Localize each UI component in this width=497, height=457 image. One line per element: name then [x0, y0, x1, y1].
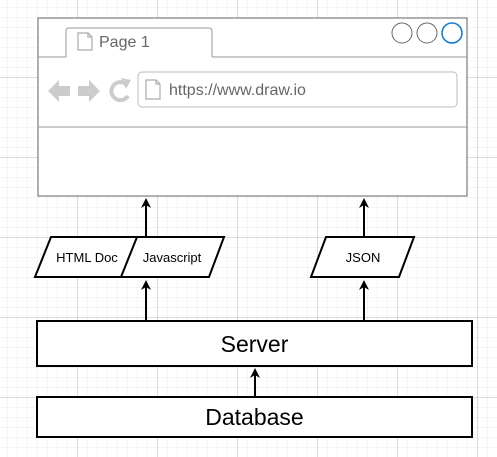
address-bar[interactable]: https://www.draw.io [137, 71, 458, 108]
javascript-node[interactable]: Javascript [119, 236, 226, 278]
html-doc-node[interactable]: HTML Doc [33, 236, 141, 278]
json-node[interactable]: JSON [309, 236, 416, 278]
window-button-icon[interactable] [391, 22, 413, 44]
browser-window: Page 1 https://www.dra [37, 17, 468, 197]
back-arrow-icon[interactable] [48, 80, 70, 102]
json-label: JSON [346, 250, 381, 265]
url-text: https://www.draw.io [169, 82, 306, 99]
page-icon [77, 32, 93, 51]
database-node[interactable]: Database [36, 396, 473, 438]
window-controls [391, 22, 463, 44]
server-node[interactable]: Server [36, 320, 473, 367]
forward-arrow-icon[interactable] [78, 80, 100, 102]
javascript-label: Javascript [143, 250, 202, 265]
window-button-icon[interactable] [416, 22, 438, 44]
database-label: Database [205, 404, 303, 430]
browser-tab[interactable]: Page 1 [65, 27, 213, 57]
tab-label: Page 1 [99, 34, 150, 51]
reload-icon[interactable] [109, 78, 131, 103]
server-label: Server [221, 331, 289, 357]
window-button-active-icon[interactable] [441, 22, 463, 44]
html-doc-label: HTML Doc [56, 250, 118, 265]
page-icon [145, 79, 161, 100]
